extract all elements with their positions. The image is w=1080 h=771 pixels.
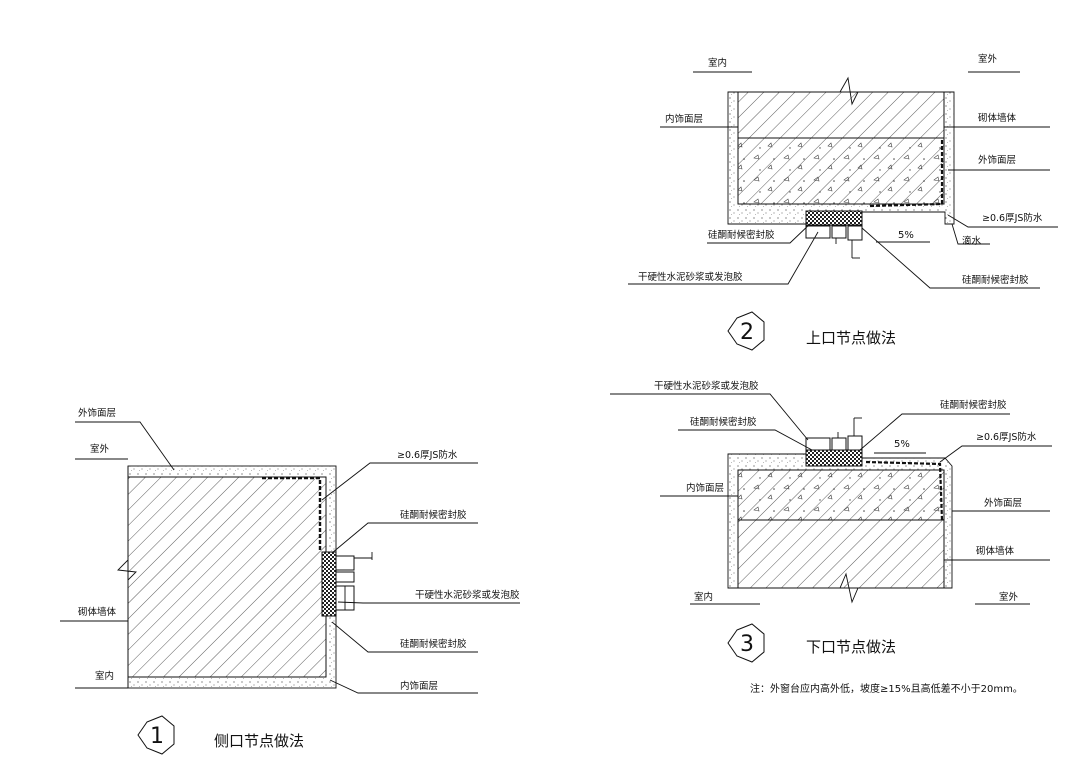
- detail2-label-sealant-right: 硅酮耐候密封胶: [962, 274, 1029, 286]
- detail-1-side-jamb: 外饰面层 室外 ≥0.6厚JS防水 硅酮耐候密封胶 干硬性水泥砂浆或发泡胶 砌体…: [60, 407, 520, 755]
- detail2-slope: 5%: [898, 230, 914, 241]
- detail3-label-waterproof: ≥0.6厚JS防水: [976, 431, 1037, 443]
- detail1-label-masonry: 砌体墙体: [78, 606, 117, 618]
- detail3-label-sealant-right: 硅酮耐候密封胶: [940, 399, 1007, 411]
- detail2-label-outer-finish: 外饰面层: [978, 154, 1016, 166]
- detail3-window-frame: [805, 417, 863, 451]
- detail1-break-line: [117, 466, 137, 688]
- detail3-slope: 5%: [894, 439, 910, 450]
- detail2-label-filler: 干硬性水泥砂浆或发泡胶: [638, 271, 743, 283]
- detail1-title: 侧口节点做法: [214, 732, 304, 750]
- detail3-label-sealant-left: 硅酮耐候密封胶: [690, 416, 757, 428]
- detail3-note: 注：外窗台应内高外低，坡度≥15%且高低差不小于20mm。: [750, 682, 1023, 695]
- detail2-label-masonry: 砌体墙体: [978, 112, 1017, 124]
- detail2-number-badge: [727, 311, 765, 351]
- detail2-title: 上口节点做法: [806, 329, 896, 347]
- detail3-waterproof-line: [865, 460, 944, 521]
- detail3-label-inside: 室内: [694, 591, 713, 603]
- detail3-number: 3: [740, 632, 754, 657]
- detail1-label-inner-finish: 内饰面层: [400, 680, 438, 692]
- detail1-waterproof-line: [262, 476, 322, 550]
- detail1-foam-filler: [321, 551, 337, 617]
- detail2-label-drip: 滴水: [962, 235, 982, 247]
- detail3-label-outer-finish: 外饰面层: [984, 497, 1022, 509]
- detail2-waterproof-line: [869, 140, 944, 208]
- detail2-masonry-upper: [737, 91, 945, 139]
- detail3-break-line: [728, 572, 952, 604]
- detail2-window-frame: [805, 225, 863, 259]
- detail3-label-inner-finish: 内饰面层: [686, 482, 724, 494]
- detail2-foam-filler: [805, 210, 863, 226]
- detail1-label-filler: 干硬性水泥砂浆或发泡胶: [415, 589, 520, 601]
- detail1-label-outside: 室外: [90, 443, 110, 455]
- detail3-title: 下口节点做法: [806, 638, 896, 656]
- detail3-label-filler: 干硬性水泥砂浆或发泡胶: [654, 380, 759, 392]
- detail2-break-line: [728, 76, 954, 106]
- detail2-label-outside: 室外: [978, 53, 998, 65]
- detail2-label-waterproof: ≥0.6厚JS防水: [982, 212, 1043, 224]
- detail3-foam-filler: [805, 449, 863, 467]
- detail1-label-outer-finish: 外饰面层: [78, 407, 116, 419]
- detail2-number: 2: [740, 320, 754, 345]
- detail3-label-masonry: 砌体墙体: [976, 545, 1015, 557]
- detail2-label-inside: 室内: [708, 57, 727, 69]
- detail3-number-badge: [727, 623, 765, 663]
- detail3-masonry-wall: [737, 519, 945, 589]
- detail1-label-sealant-bottom: 硅酮耐候密封胶: [400, 638, 467, 650]
- detail1-masonry-wall: [127, 476, 327, 678]
- detail1-label-inside: 室内: [95, 670, 114, 682]
- detail1-label-waterproof: ≥0.6厚JS防水: [397, 449, 458, 461]
- detail1-number-badge: [137, 715, 175, 755]
- detail3-label-outside: 室外: [999, 591, 1019, 603]
- detail1-label-sealant-top: 硅酮耐候密封胶: [400, 509, 467, 521]
- detail1-window-frame: [335, 552, 373, 611]
- detail2-label-inner-finish: 内饰面层: [665, 113, 703, 125]
- detail-2-head: 室内 室外 内饰面层 砌体墙体 外饰面层 ≥0.6厚JS防水 滴水 5% 硅酮耐…: [628, 53, 1058, 351]
- detail1-number: 1: [150, 724, 164, 749]
- detail-3-sill: 干硬性水泥砂浆或发泡胶 硅酮耐候密封胶 硅酮耐候密封胶 5% ≥0.6厚JS防水…: [610, 380, 1052, 695]
- detail2-label-sealant-left: 硅酮耐候密封胶: [708, 229, 775, 241]
